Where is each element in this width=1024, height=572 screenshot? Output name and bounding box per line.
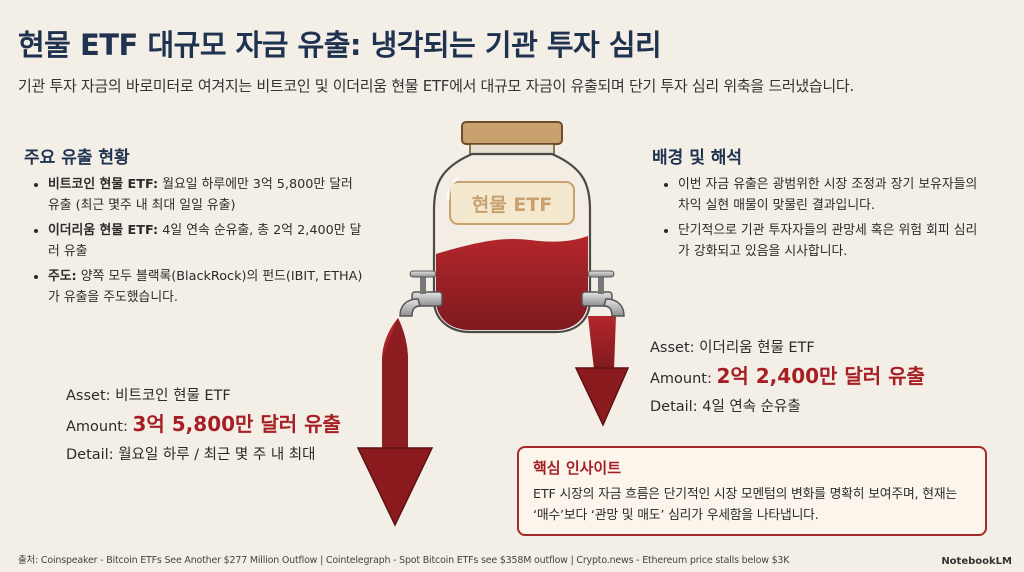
- page-title: 현물 ETF 대규모 자금 유출: 냉각되는 기관 투자 심리: [18, 28, 662, 62]
- eth-asset-block: Asset: 이더리움 현물 ETF Amount: 2억 2,400만 달러 …: [650, 334, 925, 421]
- key-insight-box: 핵심 인사이트 ETF 시장의 자금 흐름은 단기적인 시장 모멘텀의 변화를 …: [517, 446, 987, 536]
- outflow-status-list: 비트코인 현물 ETF: 월요일 하루에만 3억 5,800만 달러 유출 (최…: [30, 174, 368, 312]
- outflow-status-heading: 주요 유출 현황: [24, 148, 130, 168]
- key-insight-body: ETF 시장의 자금 흐름은 단기적인 시장 모멘텀의 변화를 명확히 보여주며…: [533, 487, 957, 523]
- eth-amount-line: Amount: 2억 2,400만 달러 유출: [650, 364, 925, 388]
- etf-jar: [432, 121, 592, 334]
- btc-outflow-arrow: [356, 318, 434, 527]
- list-item: 이더리움 현물 ETF: 4일 연속 순유출, 총 2억 2,400만 달러 유…: [48, 220, 368, 262]
- list-item: 단기적으로 기관 투자자들의 관망세 혹은 위험 회피 심리가 강화되고 있음을…: [678, 220, 988, 262]
- background-list: 이번 자금 유출은 광범위한 시장 조정과 장기 보유자들의 차익 실현 매물이…: [660, 174, 988, 266]
- list-item: 비트코인 현물 ETF: 월요일 하루에만 3억 5,800만 달러 유출 (최…: [48, 174, 368, 216]
- btc-detail-line: Detail: 월요일 하루 / 최근 몇 주 내 최대: [66, 447, 316, 463]
- list-item: 이번 자금 유출은 광범위한 시장 조정과 장기 보유자들의 차익 실현 매물이…: [678, 174, 988, 216]
- eth-outflow-arrow: [574, 316, 630, 427]
- btc-amount-line: Amount: 3억 5,800만 달러 유출: [66, 412, 341, 436]
- eth-detail-line: Detail: 4일 연속 순유출: [650, 399, 801, 415]
- list-item: 주도: 양쪽 모두 블랙록(BlackRock)의 펀드(IBIT, ETHA)…: [48, 266, 368, 308]
- notebooklm-logo: NotebookLM: [941, 556, 1012, 567]
- btc-asset-line: Asset: 비트코인 현물 ETF: [66, 388, 231, 404]
- btc-tap: [399, 270, 443, 317]
- page-subtitle: 기관 투자 자금의 바로미터로 여겨지는 비트코인 및 이더리움 현물 ETF에…: [18, 77, 854, 95]
- background-heading: 배경 및 해석: [652, 148, 743, 168]
- eth-tap: [581, 270, 625, 317]
- source-footer: 출처: Coinspeaker - Bitcoin ETFs See Anoth…: [18, 555, 790, 566]
- eth-asset-line: Asset: 이더리움 현물 ETF: [650, 340, 815, 356]
- btc-asset-block: Asset: 비트코인 현물 ETF Amount: 3억 5,800만 달러 …: [66, 382, 341, 469]
- key-insight-heading: 핵심 인사이트: [533, 459, 622, 477]
- jar-label: 현물 ETF: [472, 194, 553, 216]
